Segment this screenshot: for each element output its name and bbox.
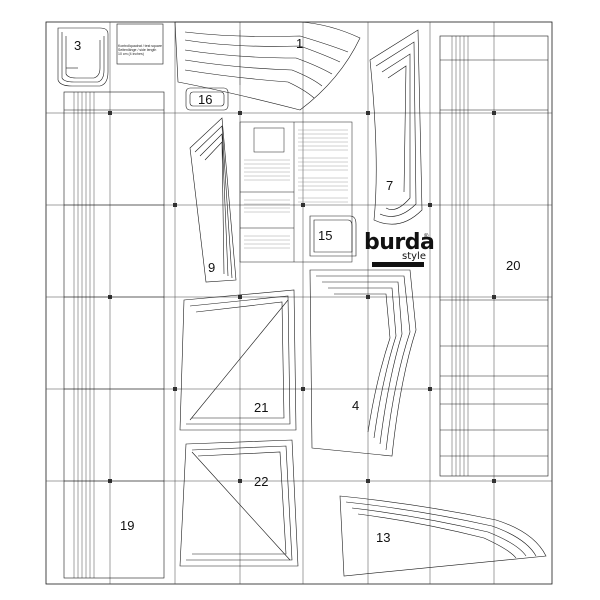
pattern-piece-3 [57, 27, 109, 87]
grid-lines [46, 22, 552, 584]
brand-underline [372, 262, 424, 267]
test-square-line1: Kontrollquadrat / test square [118, 44, 162, 48]
pattern-piece-19 [63, 91, 165, 579]
piece-number-4: 4 [352, 398, 359, 413]
piece-number-13: 13 [376, 530, 390, 545]
test-square-line2: Seitenlänge / side length [118, 48, 157, 53]
pattern-piece-15 [309, 215, 357, 257]
grid-markers [108, 111, 496, 483]
brand-registered-mark: ® [424, 234, 429, 240]
piece-number-19: 19 [120, 518, 134, 533]
piece-number-21: 21 [254, 400, 268, 415]
pattern-piece-13 [339, 495, 547, 577]
sheet-border [45, 21, 553, 585]
pattern-piece-sleeve [174, 21, 361, 111]
piece-number-15: 15 [318, 228, 332, 243]
piece-number-7: 7 [386, 178, 393, 193]
pattern-piece-7 [369, 29, 423, 225]
test-square [116, 23, 164, 65]
pattern-piece-16 [185, 87, 229, 111]
brand-subtitle: style [402, 251, 426, 262]
pattern-piece-4 [309, 269, 417, 457]
piece-number-9: 9 [208, 260, 215, 275]
test-square-caption: Kontrollquadrat / test square Seitenläng… [118, 44, 162, 56]
instruction-text-lines [244, 129, 348, 249]
piece-number-3: 3 [74, 38, 81, 53]
instruction-block [239, 121, 353, 263]
piece-19-inner-lines [73, 92, 95, 578]
pattern-piece-21 [179, 289, 297, 431]
piece-number-1: 1 [296, 36, 303, 51]
piece-number-16: 16 [198, 92, 212, 107]
pattern-piece-20 [439, 35, 549, 477]
pattern-piece-22 [179, 439, 299, 567]
piece-20-inner-lines [451, 36, 469, 476]
pattern-piece-9 [189, 117, 237, 283]
test-square-line3: 10 cm (4 inches) [118, 52, 144, 57]
brand-logo: burda ® style [364, 230, 435, 268]
piece-number-22: 22 [254, 474, 268, 489]
brand-name: burda [364, 230, 435, 255]
piece-number-20: 20 [506, 258, 520, 273]
